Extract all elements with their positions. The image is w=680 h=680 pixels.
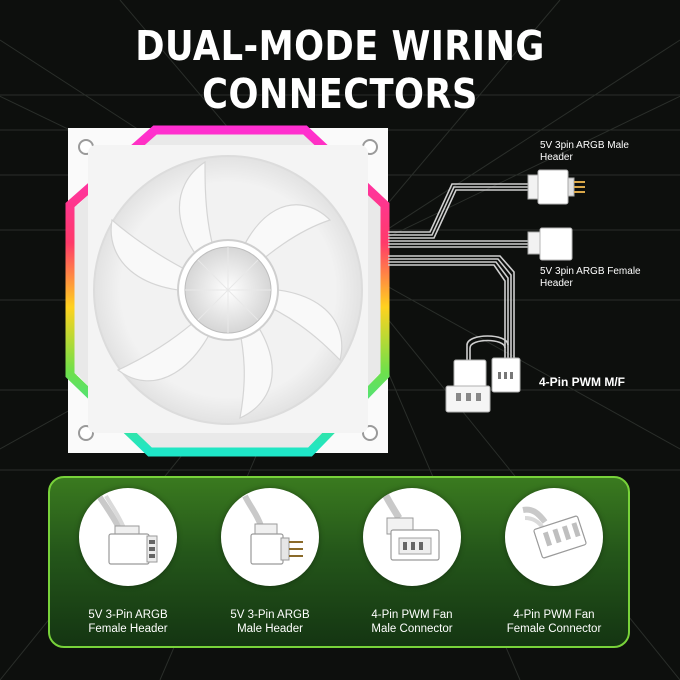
connector-label-line2: Female Connector (506, 623, 602, 635)
page-title: DUAL-MODE WIRING CONNECTORS (135, 22, 545, 118)
argb-male-label-line1: 5V 3pin ARGB Male (540, 140, 629, 151)
connector-card-argb-male: 5V 3-Pin ARGB Male Header (200, 486, 340, 641)
argb-male-label: 5V 3pin ARGB Male Header (540, 140, 629, 164)
fan-frame (65, 125, 390, 457)
connector-card-label: 4-Pin PWM Fan Male Connector (342, 608, 482, 636)
connector-card-pwm-male: 4-Pin PWM Fan Male Connector (342, 486, 482, 641)
connector-label-line1: 4-Pin PWM Fan (371, 609, 453, 621)
argb-male-label-line2: Header (540, 152, 573, 163)
connector-card-label: 4-Pin PWM Fan Female Connector (484, 608, 624, 636)
argb-male-connector (527, 169, 585, 205)
argb-female-header-icon (79, 488, 177, 586)
pwm-female-connector-icon (505, 488, 603, 586)
connector-label-line2: Male Header (237, 623, 303, 635)
pwm-male-connector-icon (363, 488, 461, 586)
pwm-connectors (445, 357, 521, 413)
argb-female-label: 5V 3pin ARGB Female Header (540, 266, 641, 290)
connectors-panel: 5V 3-Pin ARGB Female Header 5V 3-Pin ARG… (48, 476, 630, 648)
pwm-label: 4-Pin PWM M/F (539, 375, 625, 389)
connector-label-line2: Male Connector (371, 623, 453, 635)
fan-cables (388, 183, 528, 360)
connector-card-label: 5V 3-Pin ARGB Male Header (200, 608, 340, 636)
connector-card-pwm-female: 4-Pin PWM Fan Female Connector (484, 486, 624, 641)
argb-female-connector (527, 227, 573, 261)
connector-label-line1: 4-Pin PWM Fan (513, 609, 595, 621)
connector-card-label: 5V 3-Pin ARGB Female Header (58, 608, 198, 636)
argb-female-label-line2: Header (540, 278, 573, 289)
argb-male-header-icon (221, 488, 319, 586)
connector-card-argb-female: 5V 3-Pin ARGB Female Header (58, 486, 198, 641)
fan-wiring-diagram (65, 125, 585, 457)
argb-female-label-line1: 5V 3pin ARGB Female (540, 266, 641, 277)
connector-label-line2: Female Header (88, 623, 168, 635)
connector-label-line1: 5V 3-Pin ARGB (230, 609, 310, 621)
connector-label-line1: 5V 3-Pin ARGB (88, 609, 168, 621)
